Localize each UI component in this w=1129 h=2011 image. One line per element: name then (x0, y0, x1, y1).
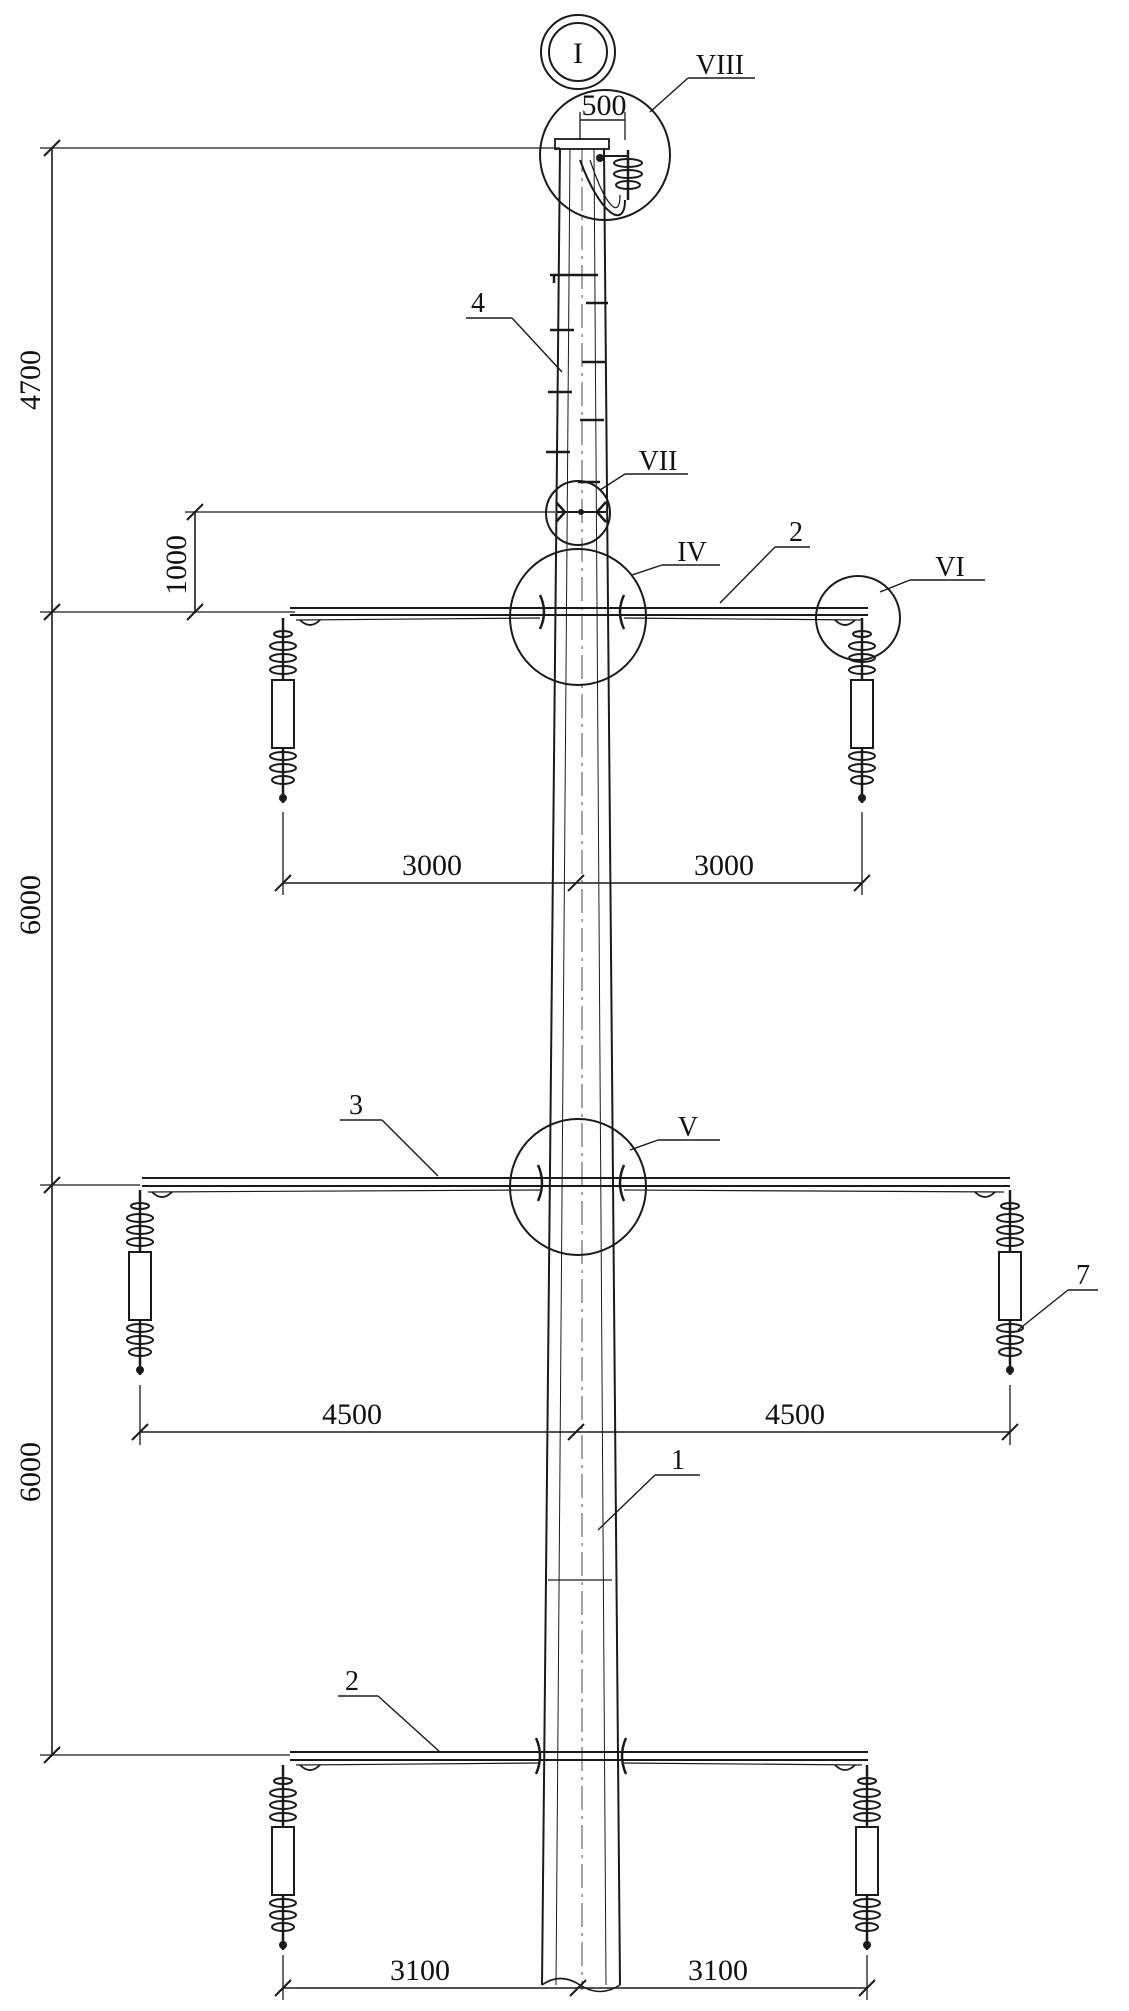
part-label-insulator: 7 (1076, 1260, 1090, 1291)
bracket-node-vii (555, 501, 607, 523)
dim-top-offset: 500 (582, 89, 627, 122)
part-label-crossarm-bottom: 2 (345, 1666, 359, 1697)
insulator-bottom-right (852, 1763, 882, 1952)
horizontal-dimension-arm1 (274, 812, 871, 895)
dim-arm3-left: 3100 (390, 1954, 450, 1987)
callout-label-v: V (678, 1112, 698, 1143)
insulator-bottom-left (268, 1763, 298, 1952)
title-marker-text: I (573, 37, 583, 70)
callout-circle-vi (815, 575, 901, 661)
callout-leaders (599, 77, 985, 1151)
ladder-steps (546, 273, 608, 484)
upper-bracket-dimension (185, 503, 555, 621)
dim-arm2-left: 4500 (322, 1398, 382, 1431)
part-label-crossarm-top: 2 (789, 517, 803, 548)
dim-upper-bracket: 1000 (160, 535, 193, 595)
part-label-crossarm-middle: 3 (349, 1090, 363, 1121)
part-leaders (338, 317, 1098, 1753)
dim-pole-top-height: 4700 (14, 350, 47, 410)
crossarm-top (290, 594, 868, 630)
dim-arm3-right: 3100 (688, 1954, 748, 1987)
callout-circle-v (509, 1118, 647, 1256)
callout-label-iv: IV (677, 537, 707, 568)
horizontal-dimension-arm2 (131, 1385, 1019, 1445)
insulator-middle-right (995, 1188, 1025, 1377)
horizontal-dimension-arm3 (274, 1955, 876, 2000)
pole (541, 138, 621, 1993)
dim-arm2-right: 4500 (765, 1398, 825, 1431)
crossarm-middle (142, 1164, 1010, 1202)
part-label-pole: 1 (671, 1445, 685, 1476)
part-label-ladder: 4 (471, 288, 485, 319)
top-insulator (579, 150, 643, 217)
callout-label-vi: VI (935, 552, 965, 583)
dim-tier-spacing-upper: 6000 (14, 875, 47, 935)
title-marker: I (540, 14, 616, 90)
callout-label-viii: VIII (696, 50, 744, 81)
insulator-middle-left (125, 1188, 155, 1377)
crossarm-bottom (290, 1737, 868, 1775)
callout-circle-vii (545, 480, 611, 546)
callout-circle-viii (539, 89, 671, 221)
vertical-dimension-chain (40, 139, 560, 1764)
top-offset-dimension (579, 112, 626, 140)
insulator-top-right (847, 616, 877, 805)
dim-arm1-left: 3000 (402, 849, 462, 882)
callout-label-vii: VII (639, 446, 678, 477)
dim-tier-spacing-lower: 6000 (14, 1442, 47, 1502)
insulator-top-left (268, 616, 298, 805)
dim-arm1-right: 3000 (694, 849, 754, 882)
callout-circle-iv (509, 548, 647, 686)
